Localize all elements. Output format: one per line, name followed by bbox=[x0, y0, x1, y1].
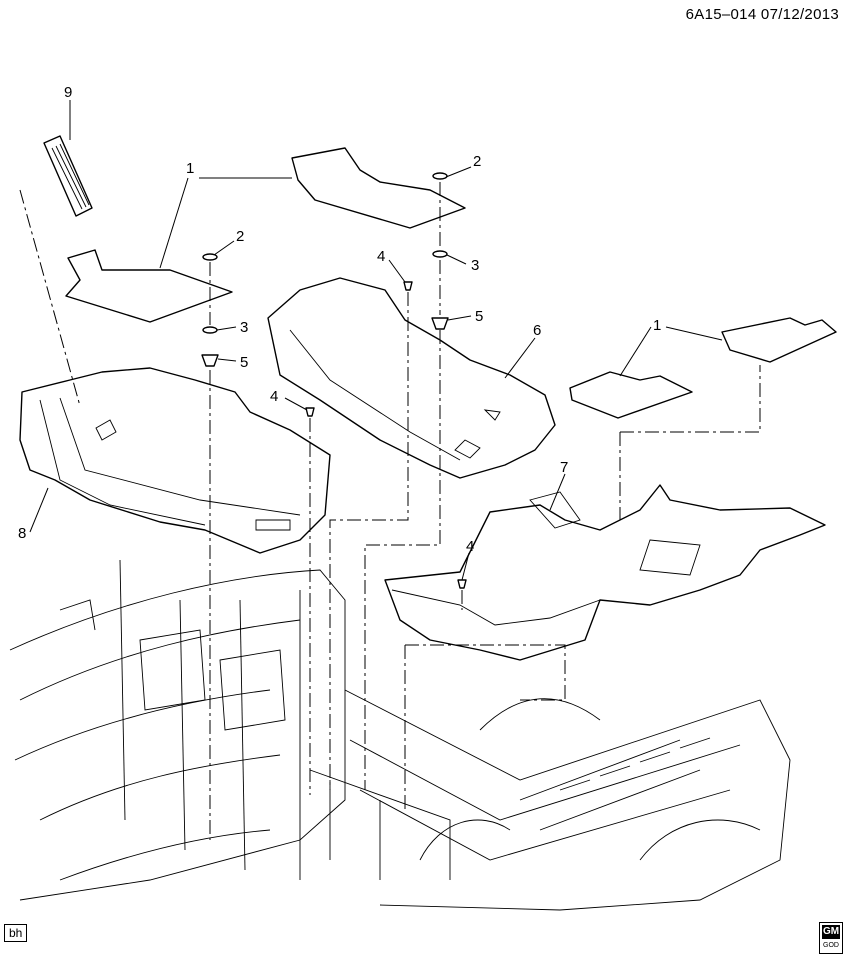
callout-9: 9 bbox=[64, 84, 72, 101]
push-pin-4c bbox=[457, 579, 467, 589]
callout-4: 4 bbox=[377, 248, 385, 265]
retainer-3-left bbox=[202, 326, 218, 334]
fasteners bbox=[201, 172, 467, 589]
retainer-2-right bbox=[432, 172, 448, 180]
callout-3: 3 bbox=[240, 319, 248, 336]
callout-5: 5 bbox=[240, 354, 248, 371]
floor-mat-rear-right bbox=[721, 317, 837, 363]
callout-4: 4 bbox=[270, 388, 278, 405]
floor-mat-front-left bbox=[65, 249, 233, 323]
floor-mat-rear-left bbox=[569, 371, 693, 419]
pedal-pad-ribs bbox=[51, 143, 90, 210]
callout-6: 6 bbox=[533, 322, 541, 339]
push-pin-4b bbox=[305, 407, 315, 417]
callout-1: 1 bbox=[186, 160, 194, 177]
callout-3: 3 bbox=[471, 257, 479, 274]
callout-8: 8 bbox=[18, 525, 26, 542]
callout-7: 7 bbox=[560, 459, 568, 476]
carpet-front-left bbox=[19, 367, 331, 554]
carpet-rear bbox=[384, 484, 826, 661]
retainer-3-right bbox=[432, 250, 448, 258]
gm-logo: GM GOD bbox=[819, 922, 843, 954]
diagram-code-date: 6A15–014 07/12/2013 bbox=[685, 6, 839, 23]
callout-1: 1 bbox=[653, 317, 661, 334]
push-pin-4a bbox=[403, 281, 413, 291]
callout-2: 2 bbox=[236, 228, 244, 245]
illustrator-tag: bh bbox=[4, 924, 28, 942]
callout-4: 4 bbox=[466, 538, 474, 555]
vehicle-body-structure bbox=[9, 559, 791, 911]
retainer-2-left bbox=[202, 253, 218, 261]
callout-leaders bbox=[29, 100, 723, 581]
floor-mat-front-right bbox=[291, 147, 466, 229]
assembly-lines bbox=[19, 182, 761, 840]
callout-5: 5 bbox=[475, 308, 483, 325]
carpet-front-right bbox=[267, 277, 556, 479]
retainer-5-right bbox=[431, 317, 449, 330]
callout-2: 2 bbox=[473, 153, 481, 170]
retainer-5-left bbox=[201, 354, 219, 367]
